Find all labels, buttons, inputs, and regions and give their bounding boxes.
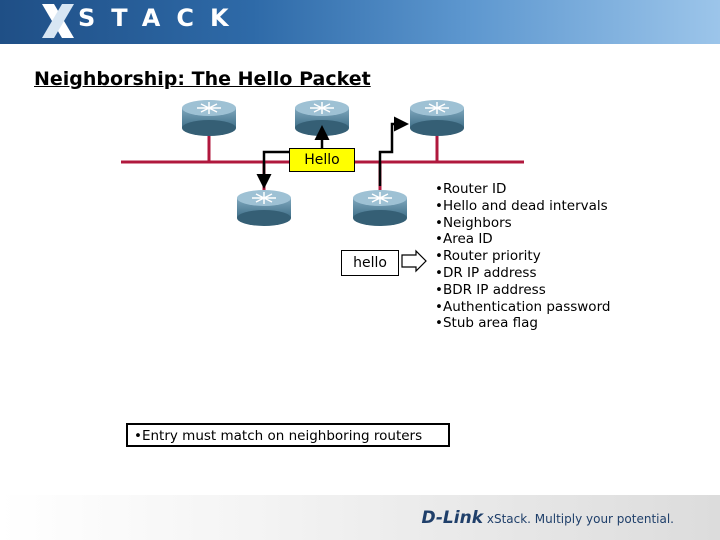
list-item: •DR IP address [435, 264, 537, 281]
footer-brand: D-Link xStack. Multiply your potential. [421, 508, 674, 528]
list-item: •Router ID [435, 181, 507, 197]
slide-title: Neighborship: The Hello Packet [34, 68, 371, 90]
dlink-logo: D-Link [421, 508, 484, 528]
list-item: •Authentication password [435, 298, 611, 315]
footer-banner: D-Link xStack. Multiply your potential. [0, 495, 720, 540]
list-item: •BDR IP address [435, 281, 546, 298]
router-top-right [410, 100, 464, 136]
footer-tagline: xStack. Multiply your potential. [486, 512, 674, 526]
list-item: •Router priority [435, 248, 541, 265]
hello-packet-label: Hello [289, 148, 355, 172]
list-item: •Neighbors [435, 214, 512, 231]
xstack-x-logo-icon [42, 4, 74, 38]
list-item: •Area ID [435, 231, 493, 248]
router-top-left [182, 100, 236, 136]
logo-text: STACK [78, 4, 245, 32]
list-item: •Hello and dead intervals [435, 197, 608, 214]
hello-packet-fields-list: •Router ID •Hello and dead intervals •Ne… [435, 181, 610, 332]
footer-decoration [0, 495, 720, 540]
header-banner: STACK [0, 0, 720, 44]
router-bottom-left [237, 190, 291, 226]
hello-arrow-right [378, 116, 409, 186]
entry-match-note: •Entry must match on neighboring routers [126, 423, 450, 447]
fields-pointer-arrow [401, 249, 427, 273]
list-item: •Stub area flag [435, 315, 538, 332]
router-bottom-right [353, 190, 407, 226]
hello-reply-label: hello [341, 250, 399, 276]
